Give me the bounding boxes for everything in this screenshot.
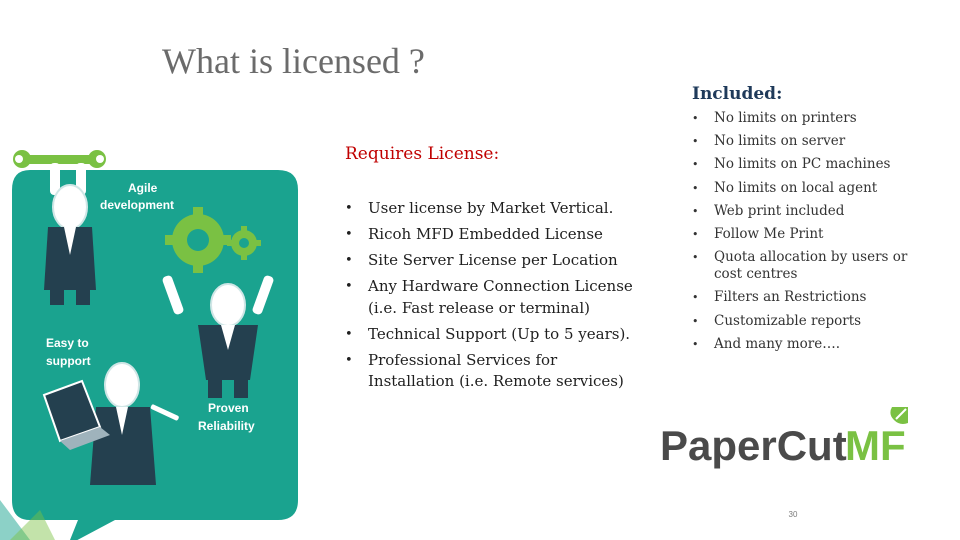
logo-text-main: PaperCut	[660, 422, 847, 469]
gear-icon-large	[165, 207, 231, 273]
logo-text-accent: MF	[845, 422, 906, 469]
list-item: Filters an Restrictions	[692, 289, 932, 306]
figure-agile	[44, 163, 96, 305]
list-item: Any Hardware Connection License (i.e. Fa…	[345, 276, 645, 319]
list-item: Follow Me Print	[692, 226, 932, 243]
list-item: And many more….	[692, 336, 932, 353]
label-proven-1: Proven	[208, 401, 249, 415]
label-proven-2: Reliability	[198, 419, 255, 433]
leaf-icon	[890, 407, 908, 424]
requires-license-heading: Requires License:	[345, 144, 500, 164]
requires-license-list: User license by Market Vertical. Ricoh M…	[345, 198, 645, 397]
list-item: Quota allocation by users or cost centre…	[692, 249, 932, 283]
figure-easy	[55, 362, 179, 485]
list-item: User license by Market Vertical.	[345, 198, 645, 220]
list-item: No limits on local agent	[692, 180, 932, 197]
list-item: Site Server License per Location	[345, 250, 645, 272]
laptop-icon	[42, 379, 110, 450]
gear-icon-small	[227, 226, 261, 260]
included-list: No limits on printers No limits on serve…	[692, 110, 932, 359]
figure-proven	[162, 275, 274, 398]
teamwork-illustration: Agile development Easy to support Proven…	[12, 150, 298, 540]
slide-title: What is licensed ?	[162, 41, 425, 81]
page-number: 30	[788, 510, 798, 519]
list-item: Web print included	[692, 203, 932, 220]
included-heading: Included:	[692, 84, 783, 104]
list-item: Professional Services for Installation (…	[345, 350, 645, 393]
list-item: No limits on printers	[692, 110, 932, 127]
label-easy-1: Easy to	[46, 336, 89, 350]
papercut-mf-logo: PaperCut MF	[660, 407, 908, 469]
label-easy-2: support	[46, 354, 91, 368]
list-item: No limits on server	[692, 133, 932, 150]
list-item: Technical Support (Up to 5 years).	[345, 324, 645, 346]
label-agile-1: Agile	[128, 181, 158, 195]
list-item: Customizable reports	[692, 313, 932, 330]
corner-decoration	[0, 500, 55, 540]
list-item: No limits on PC machines	[692, 156, 932, 173]
wrench-icon	[13, 150, 106, 168]
list-item: Ricoh MFD Embedded License	[345, 224, 645, 246]
label-agile-2: development	[100, 198, 174, 212]
